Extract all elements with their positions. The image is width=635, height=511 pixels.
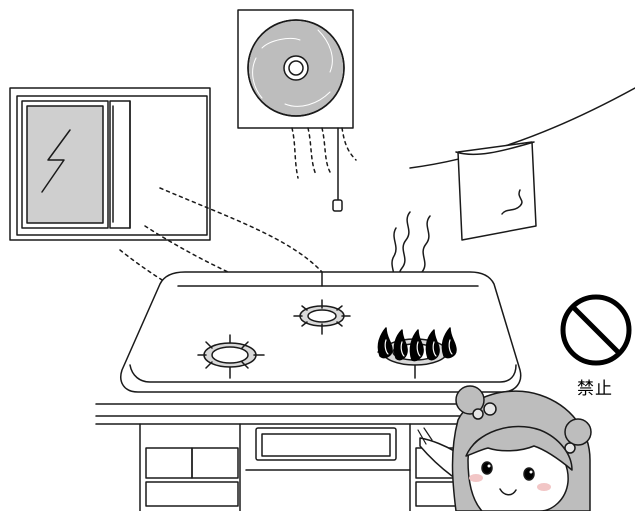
gas-stove bbox=[121, 272, 521, 392]
towel-on-line bbox=[410, 88, 635, 240]
ventilation-fan bbox=[238, 10, 356, 211]
window bbox=[10, 88, 210, 240]
prohibited-label: 禁止 bbox=[560, 374, 630, 399]
prohibited-icon bbox=[563, 297, 629, 363]
